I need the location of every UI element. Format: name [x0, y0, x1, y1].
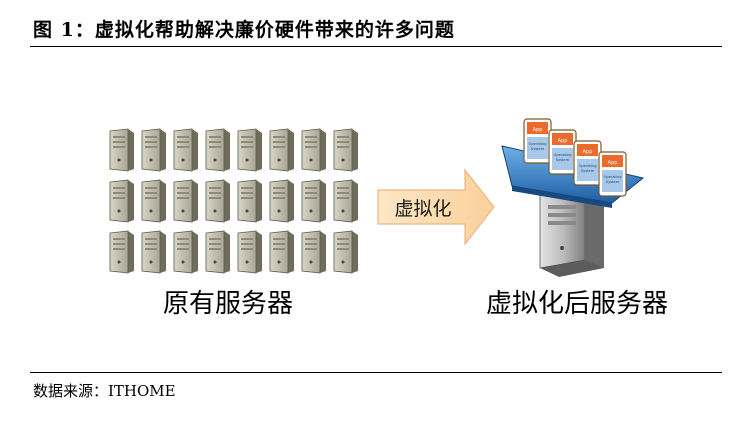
server-icon	[109, 179, 134, 223]
source-note: 数据来源：ITHOME	[33, 382, 176, 400]
server-icon	[237, 179, 262, 223]
server-icon	[333, 179, 358, 223]
arrow-label: 虚拟化	[394, 198, 451, 220]
svg-text:Operating: Operating	[529, 142, 547, 146]
svg-text:System: System	[531, 147, 545, 151]
svg-text:System: System	[606, 180, 620, 184]
figure-title: 图 1：虚拟化帮助解决廉价硬件带来的许多问题	[33, 19, 455, 41]
server-icon	[269, 230, 294, 274]
server-icon	[301, 230, 326, 274]
svg-text:App: App	[533, 127, 543, 133]
server-icon	[333, 230, 358, 274]
server-icon	[109, 230, 134, 274]
server-icon	[173, 230, 198, 274]
server-icon	[141, 230, 166, 274]
virtualized-server-icon	[539, 184, 604, 277]
svg-text:System: System	[581, 169, 595, 173]
server-icon	[173, 179, 198, 223]
top-rule	[30, 46, 722, 47]
server-icon	[205, 179, 230, 223]
virtual-machines: AppOperatingSystemAppOperatingSystemAppO…	[523, 118, 627, 197]
server-icon	[333, 128, 358, 172]
svg-text:Operating: Operating	[604, 175, 622, 179]
server-icon	[301, 179, 326, 223]
server-icon	[301, 128, 326, 172]
original-servers-grid	[109, 128, 358, 274]
server-icon	[237, 230, 262, 274]
server-icon	[269, 179, 294, 223]
svg-text:App: App	[583, 149, 593, 155]
svg-text:Operating: Operating	[579, 164, 597, 168]
svg-text:Operating: Operating	[554, 153, 572, 157]
svg-text:System: System	[556, 158, 570, 162]
server-icon	[173, 128, 198, 172]
server-icon	[141, 179, 166, 223]
virtualize-arrow	[377, 168, 495, 246]
bottom-rule	[30, 372, 722, 373]
svg-text:App: App	[608, 160, 618, 166]
server-icon	[269, 128, 294, 172]
server-icon	[141, 128, 166, 172]
original-servers-label: 原有服务器	[163, 289, 293, 319]
server-icon	[205, 128, 230, 172]
server-icon	[205, 230, 230, 274]
server-icon	[109, 128, 134, 172]
server-icon	[237, 128, 262, 172]
virtualized-servers-label: 虚拟化后服务器	[486, 289, 668, 319]
svg-text:App: App	[558, 138, 568, 144]
